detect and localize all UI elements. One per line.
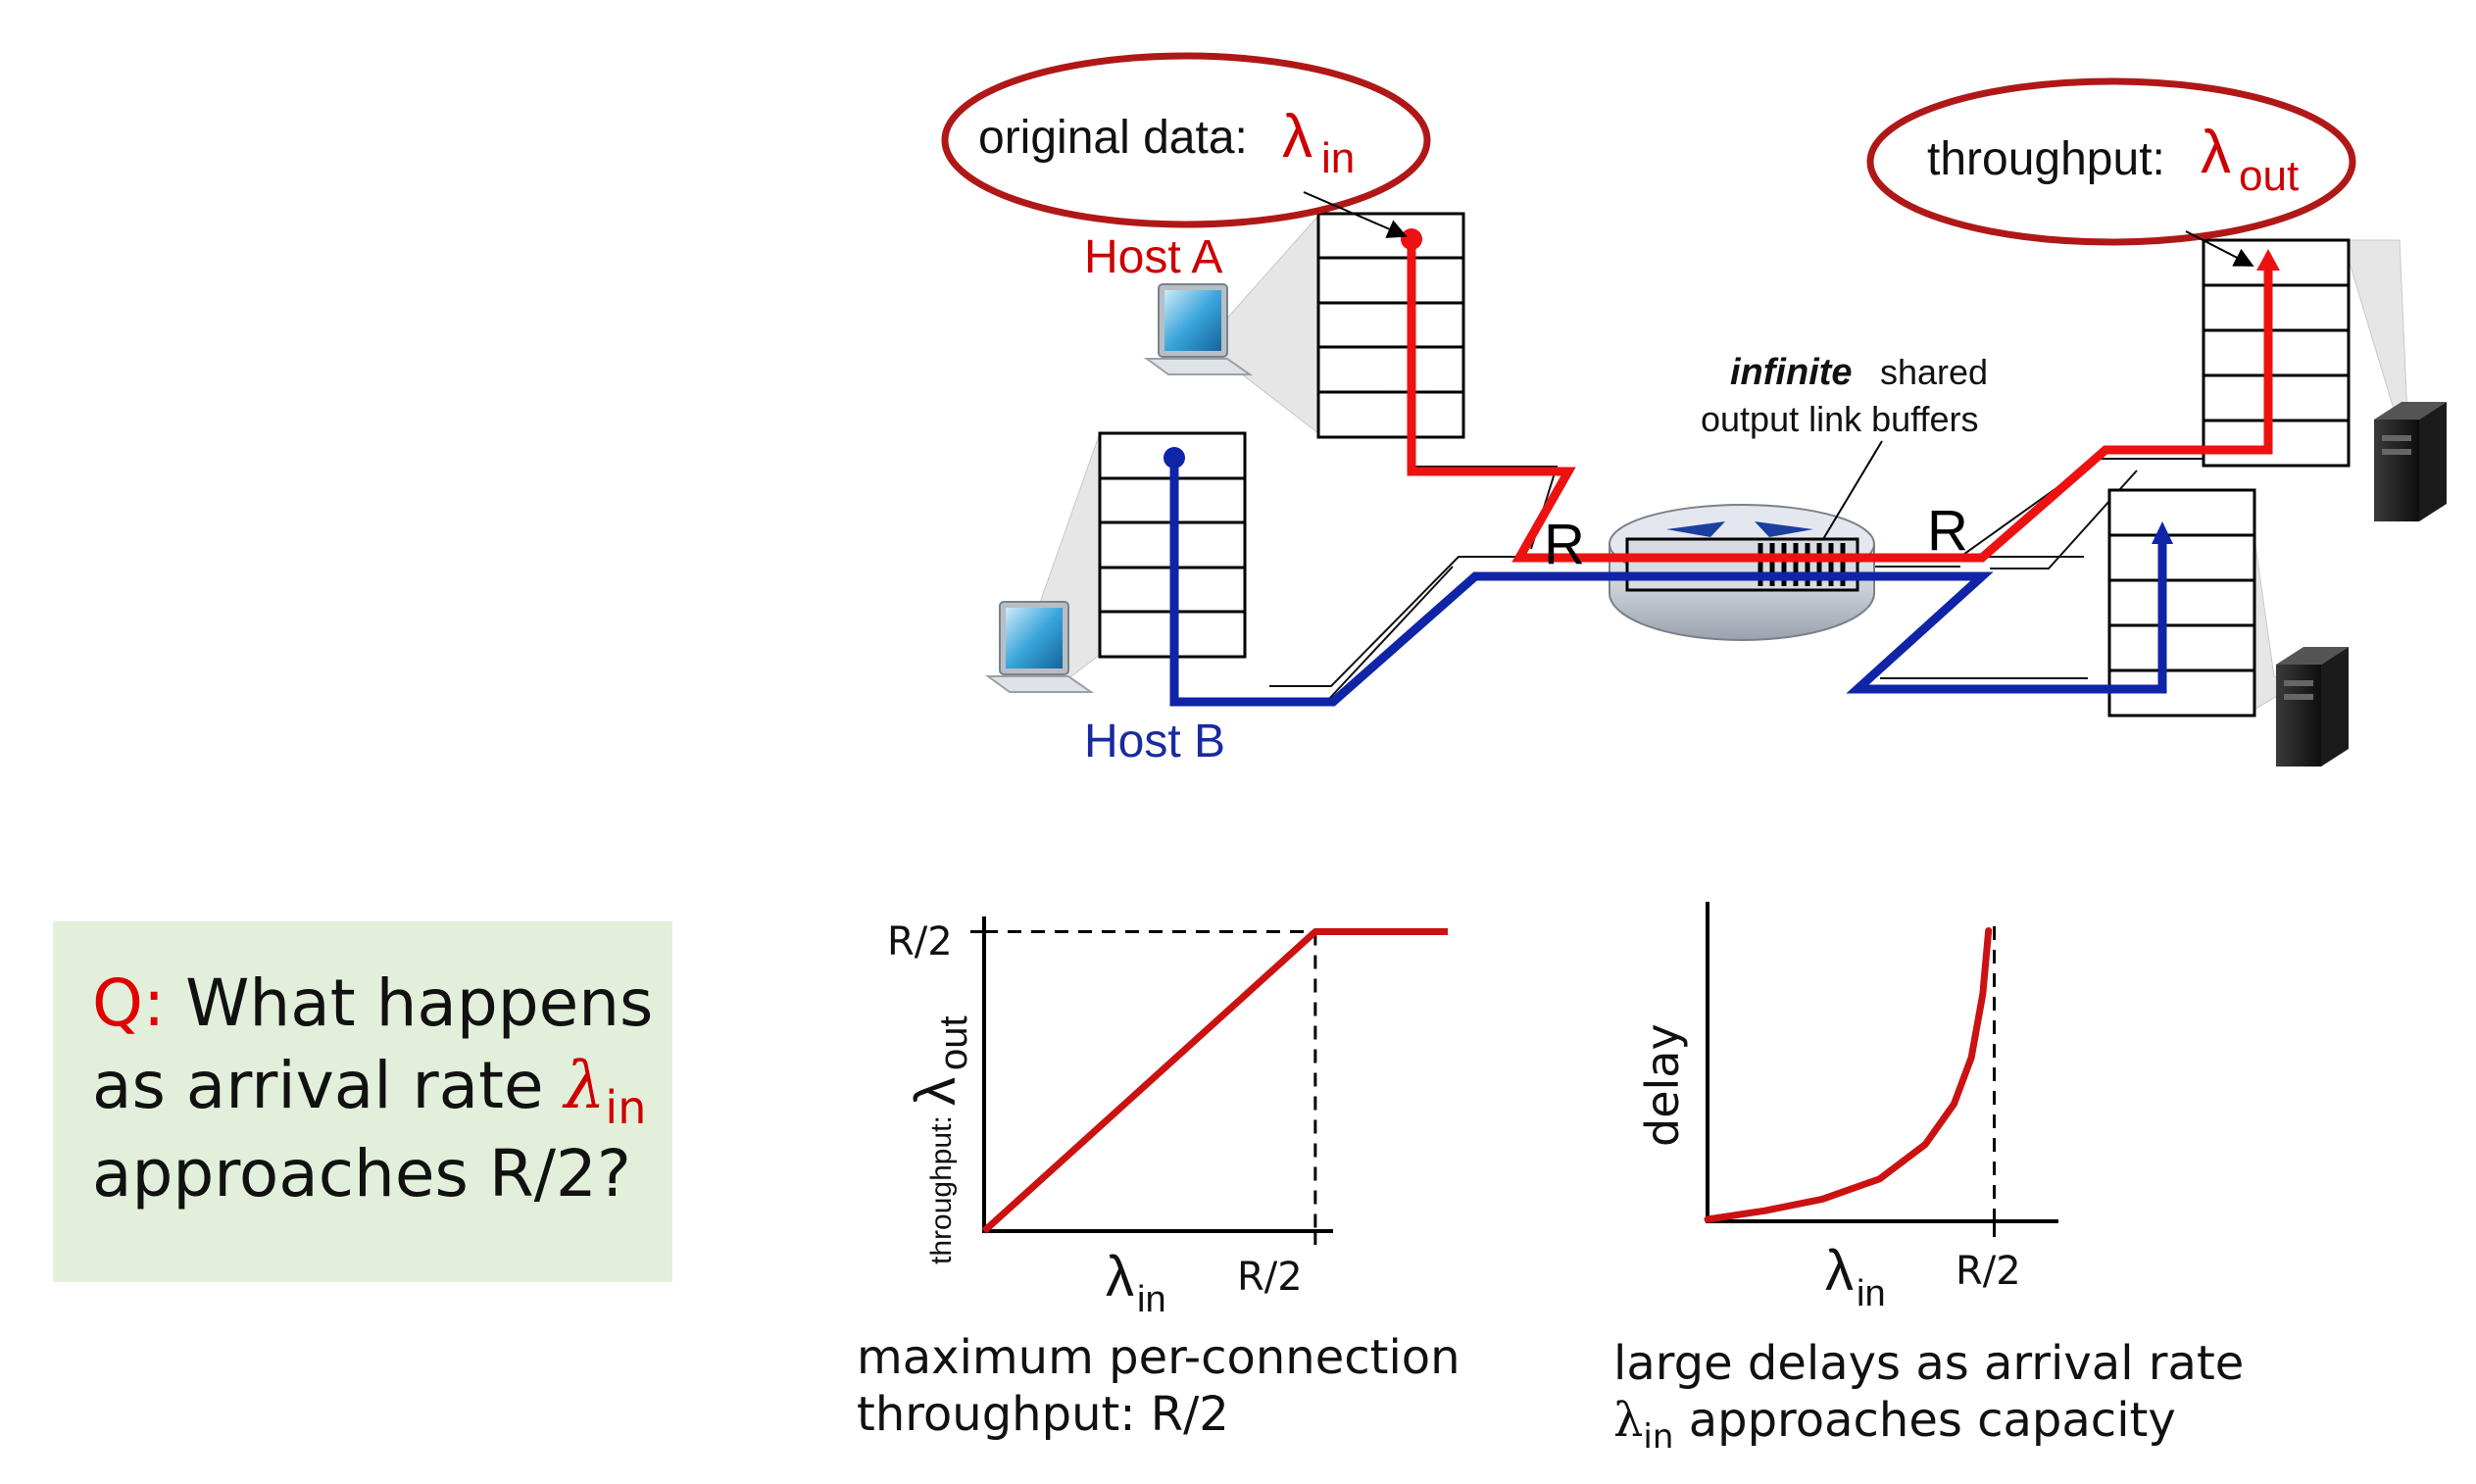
throughput-caption-line-2: throughput: R/2 [857, 1387, 1229, 1442]
output-link-buffer [1625, 537, 1859, 592]
question-line-2-text: as arrival rate [92, 1048, 544, 1123]
host-a-label: Host A [1084, 231, 1222, 283]
question-lambda: λ [564, 1048, 606, 1123]
link-rate-label-left: R [1544, 513, 1585, 576]
original-data-callout [941, 52, 1431, 228]
host-a-source-dot [1401, 228, 1422, 250]
question-prefix: Q: [92, 965, 166, 1041]
lambda-in-subscript: in [1321, 134, 1355, 182]
delay-chart-series-line [1704, 927, 1993, 1223]
host-a-buffer-projection [1214, 214, 1319, 435]
throughput-chart-ylabel-sub: out [932, 1015, 975, 1070]
host-a-computer-icon [1143, 283, 1254, 375]
throughput-chart-xlabel-lambda: λ [1106, 1245, 1134, 1309]
delay-chart-xlabel-lambda: λ [1825, 1239, 1854, 1303]
question-line-1-text: What happens [185, 965, 654, 1041]
question-box: Q: What happens as arrival rate λin appr… [53, 921, 672, 1282]
throughput-chart-y-axis-label: throughput: λ out [904, 1015, 975, 1264]
delay-caption-line-2: λin approaches capacity [1613, 1392, 2244, 1457]
throughput-chart-x-tick-label: R/2 [1237, 1255, 1303, 1300]
throughput-chart-series-line [981, 928, 1448, 1234]
throughput-chart-y-tick-label: R/2 [887, 919, 953, 965]
host-b-computer-icon [984, 601, 1095, 693]
delay-chart-xlabel-sub: in [1857, 1273, 1886, 1314]
delay-chart-y-axis-label: delay [1636, 1023, 1689, 1147]
question-lambda-subscript: in [605, 1081, 647, 1134]
delay-caption-lambda-subscript: in [1643, 1417, 1674, 1457]
receiver-a-buffer [2202, 238, 2351, 468]
delay-caption-line-2-text: approaches capacity [1688, 1393, 2176, 1448]
question-line-2: as arrival rate λin [92, 1045, 672, 1134]
throughput-caption-line-1: maximum per-connection [857, 1330, 1461, 1385]
host-b-label: Host B [1084, 716, 1225, 767]
delay-chart-x-tick-label: R/2 [1956, 1249, 2021, 1294]
host-a-flow-path [1407, 239, 2273, 563]
original-data-pointer [1303, 191, 1408, 238]
host-b-flow-arrowhead [2152, 521, 2173, 544]
question-line-1: Q: What happens [92, 963, 672, 1045]
throughput-chart-xlabel-sub: in [1137, 1279, 1166, 1320]
host-a-buffer [1316, 212, 1465, 439]
receiver-b-server-icon [2276, 647, 2349, 767]
question-line-3: approaches R/2? [92, 1136, 631, 1212]
throughput-callout-label: throughput: [1927, 133, 2165, 185]
buffers-label-line2: output link buffers [1701, 399, 1979, 439]
throughput-callout [1866, 77, 2356, 246]
original-data-label: original data: [978, 112, 1248, 164]
delay-caption-lambda: λ [1613, 1393, 1644, 1448]
host-b-source-dot [1164, 447, 1185, 469]
throughput-chart-caption: maximum per-connection throughput: R/2 [857, 1329, 1461, 1443]
delay-caption-line-1: large delays as arrival rate [1613, 1336, 2245, 1391]
buffers-label-line1: infinite [1730, 352, 1853, 393]
lambda-out-symbol: λ [2201, 119, 2231, 186]
host-a-flow-arrowhead [2256, 249, 2280, 271]
delay-chart: R/2 delay λ in [1636, 902, 2058, 1314]
throughput-chart-ylabel-lambda: λ [904, 1077, 967, 1106]
lambda-in-symbol: λ [1282, 103, 1312, 171]
link-rate-label-right: R [1927, 499, 1968, 563]
delay-chart-caption: large delays as arrival rate λin approac… [1613, 1335, 2245, 1457]
buffers-label-pointer [1822, 440, 1883, 540]
receiver-b-buffer [2107, 488, 2256, 717]
throughput-pointer [2185, 230, 2254, 267]
lambda-out-subscript: out [2239, 152, 2299, 200]
buffers-label-line1-rest: shared [1880, 352, 1988, 392]
throughput-chart: R/2 R/2 throughput: λ out λ in [887, 916, 1448, 1320]
throughput-chart-ylabel-prefix: throughput: [925, 1115, 958, 1264]
host-b-flow-path [1169, 458, 2167, 707]
server-a-buffer-projection [2342, 239, 2410, 462]
receiver-a-server-icon [2374, 402, 2447, 521]
